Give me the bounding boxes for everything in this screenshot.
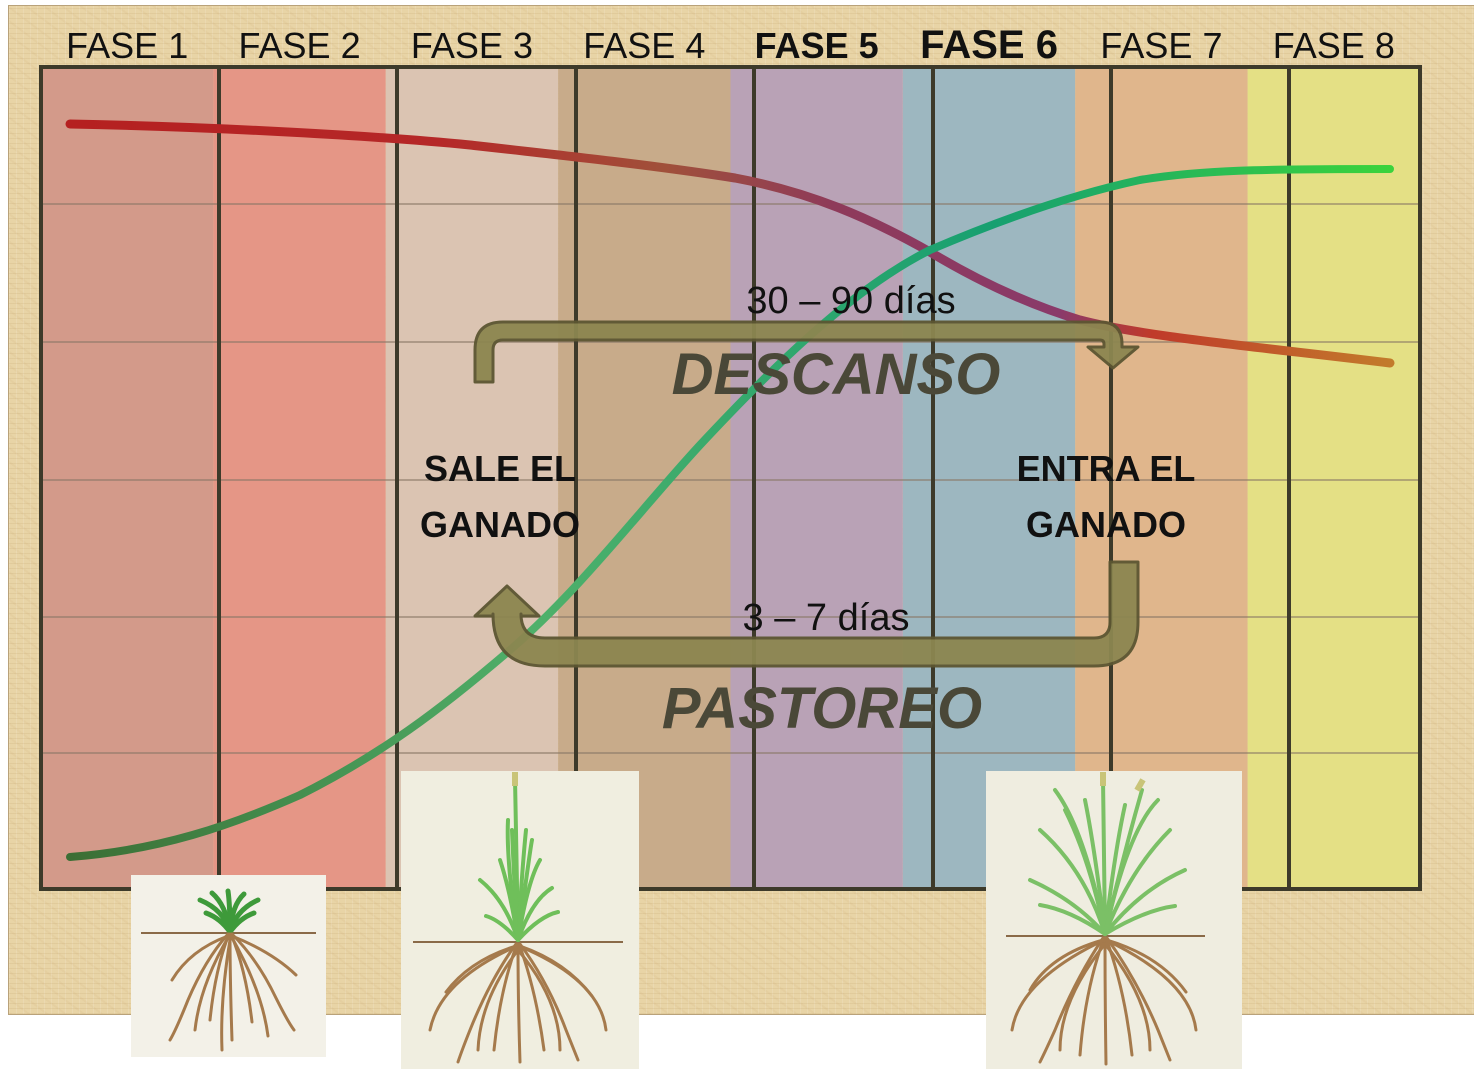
cattle-out-line2: GANADO xyxy=(420,504,580,545)
phase-label-7: FASE 7 xyxy=(1100,25,1222,66)
phase-label-4: FASE 4 xyxy=(583,25,705,66)
rest-cycle-arrow xyxy=(473,320,1140,384)
phase-label-8: FASE 8 xyxy=(1273,25,1395,66)
grazing-cycle-arrow xyxy=(473,560,1140,668)
phase-column-4 xyxy=(558,67,731,889)
phase-borders xyxy=(39,65,1422,891)
phase-columns xyxy=(41,67,1420,889)
growth-curve xyxy=(66,165,1394,861)
grazing-days-label: 3 – 7 días xyxy=(743,597,910,639)
cattle-in-line2: GANADO xyxy=(1026,504,1186,545)
phase-column-5 xyxy=(730,67,903,889)
phase-column-8 xyxy=(1247,67,1420,889)
phase-column-1 xyxy=(41,67,214,889)
phase-label-2: FASE 2 xyxy=(239,25,361,66)
short-grass-plant xyxy=(131,875,326,1057)
phase-label-3: FASE 3 xyxy=(411,25,533,66)
phase-label-1: FASE 1 xyxy=(66,25,188,66)
phase-label-5: FASE 5 xyxy=(755,25,879,66)
cattle-out-line1: SALE EL xyxy=(424,448,576,489)
medium-grass-plant xyxy=(401,771,639,1069)
rest-title: DESCANSO xyxy=(672,342,1001,407)
grazing-title: PASTOREO xyxy=(662,676,982,741)
phase-labels: FASE 1 FASE 2 FASE 3 FASE 4 FASE 5 FASE 6 FASE… xyxy=(66,23,1395,67)
rest-days-label: 30 – 90 días xyxy=(746,280,955,322)
phase-label-6: FASE 6 xyxy=(920,23,1058,67)
cattle-in-line1: ENTRA EL xyxy=(1017,448,1196,489)
gridlines xyxy=(41,203,1420,754)
tall-grass-plant xyxy=(986,771,1242,1069)
